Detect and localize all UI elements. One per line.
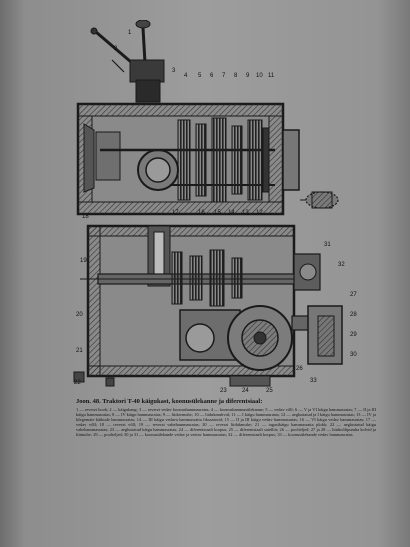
callout-19: 19 bbox=[80, 258, 87, 264]
callout-29: 29 bbox=[350, 332, 357, 338]
callout-5: 5 bbox=[198, 73, 202, 79]
callout-28: 28 bbox=[350, 312, 357, 318]
callout-12: 12 bbox=[256, 210, 263, 216]
figure-legend: 1 — reverzi hoob; 2 — käigukang; 3 — rev… bbox=[76, 407, 376, 438]
callout-8: 8 bbox=[234, 73, 238, 79]
gearbox-technical-drawing: 1 2 3 4 5 6 7 8 9 10 11 17 16 15 14 13 1… bbox=[73, 20, 357, 394]
callout-25: 25 bbox=[266, 388, 273, 394]
callout-17: 17 bbox=[172, 210, 179, 216]
figure-title: Joon. 48. Traktori T-40 käigukast, koonu… bbox=[76, 398, 263, 405]
callout-20: 20 bbox=[76, 312, 83, 318]
figure-caption: Joon. 48. Traktori T-40 käigukast, koonu… bbox=[76, 398, 376, 504]
control-levers bbox=[90, 20, 165, 103]
callout-33: 33 bbox=[310, 378, 317, 384]
callout-13: 13 bbox=[242, 210, 249, 216]
callout-32: 32 bbox=[338, 262, 345, 268]
upper-gearbox-section bbox=[76, 102, 300, 216]
callout-2: 2 bbox=[114, 46, 118, 52]
lower-transmission-section bbox=[73, 224, 343, 387]
callout-10: 10 bbox=[256, 73, 263, 79]
callout-22: 22 bbox=[74, 380, 81, 386]
callout-23: 23 bbox=[220, 388, 227, 394]
callout-9: 9 bbox=[246, 73, 250, 79]
callout-30: 30 bbox=[350, 352, 357, 358]
callout-14: 14 bbox=[228, 210, 235, 216]
callout-24: 24 bbox=[242, 388, 249, 394]
callout-31: 31 bbox=[324, 242, 331, 248]
callout-15: 15 bbox=[214, 210, 221, 216]
callout-27: 27 bbox=[350, 292, 357, 298]
callout-1: 1 bbox=[128, 30, 132, 36]
callout-16: 16 bbox=[198, 210, 205, 216]
shift-fork-detail bbox=[300, 191, 339, 209]
callout-labels: 1 2 3 4 5 6 7 8 9 10 11 17 16 15 14 13 1… bbox=[74, 30, 357, 394]
callout-21: 21 bbox=[76, 348, 83, 354]
callout-6: 6 bbox=[210, 73, 214, 79]
callout-18: 18 bbox=[82, 214, 89, 220]
callout-3: 3 bbox=[172, 68, 176, 74]
callout-4: 4 bbox=[184, 73, 188, 79]
callout-11: 11 bbox=[268, 73, 275, 79]
callout-26: 26 bbox=[296, 366, 303, 372]
callout-7: 7 bbox=[222, 73, 226, 79]
